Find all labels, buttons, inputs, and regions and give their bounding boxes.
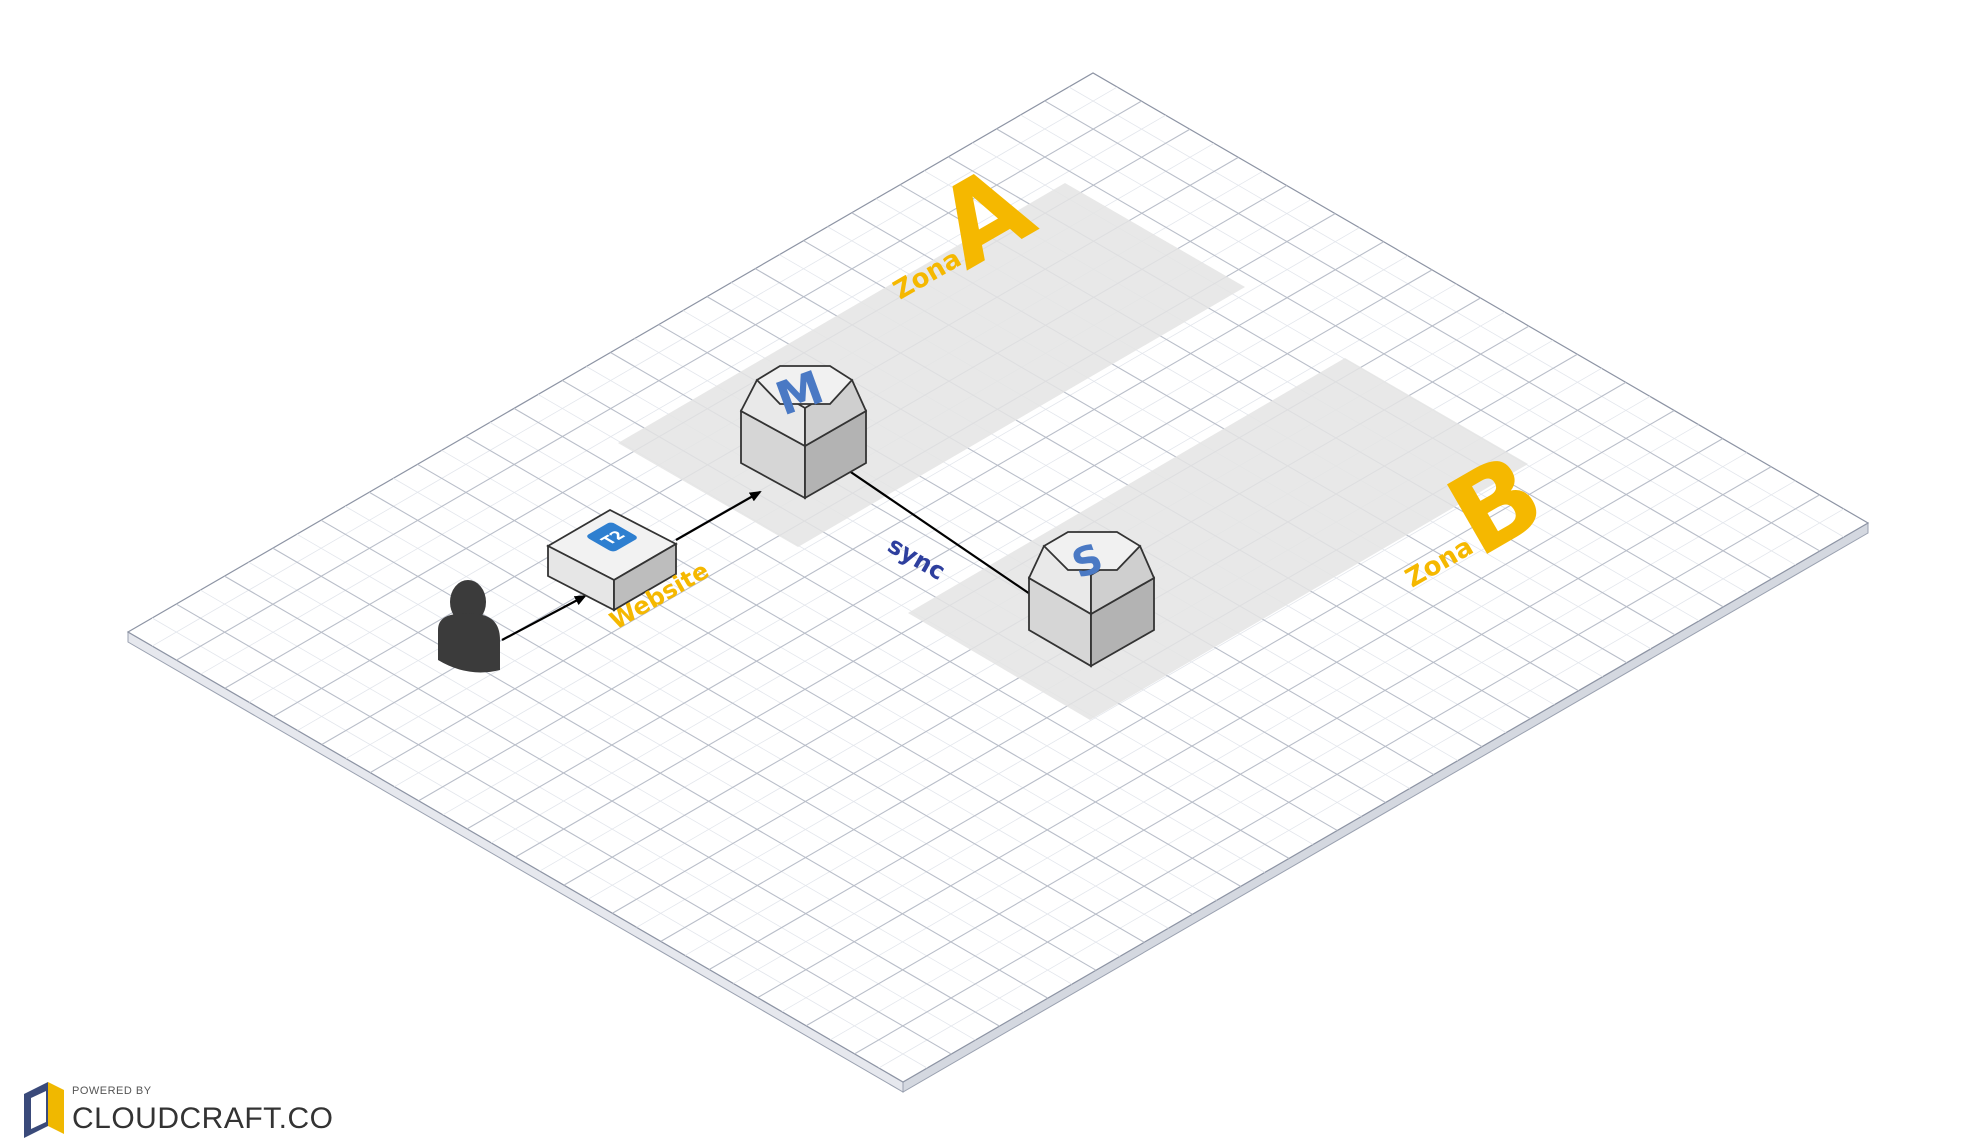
web-server-node[interactable]: T2	[546, 508, 678, 612]
cloudcraft-branding[interactable]: POWERED BY CLOUDCRAFT.CO	[24, 1082, 334, 1138]
t2-badge-icon: T2	[587, 522, 637, 552]
grid-line	[466, 269, 1433, 830]
grid-line	[176, 100, 1142, 661]
db-slave-node[interactable]: S	[1027, 531, 1156, 668]
grid-line	[805, 466, 1772, 1027]
user-body	[438, 613, 500, 673]
db-master-top	[755, 365, 854, 405]
grid-line	[708, 410, 1675, 970]
grid-line	[418, 241, 1384, 802]
website-to-master-arrow[interactable]	[675, 491, 762, 541]
user-to-website-arrow[interactable]	[501, 595, 587, 641]
db-master-node[interactable]: M	[739, 360, 868, 500]
brand-name-text: CLOUDCRAFT.CO	[72, 1102, 334, 1135]
user-icon[interactable]	[438, 580, 500, 673]
powered-by-text: POWERED BY	[72, 1085, 152, 1097]
grid-line	[757, 438, 1723, 999]
web-server-right	[613, 542, 677, 612]
master-slave-sync-line[interactable]	[835, 461, 1031, 595]
db-slave-top	[1042, 531, 1142, 571]
cloudcraft-logo-icon	[24, 1082, 64, 1138]
t2-badge-text: T2	[597, 528, 630, 547]
user-head	[450, 580, 486, 624]
grid-line	[854, 494, 1820, 1055]
